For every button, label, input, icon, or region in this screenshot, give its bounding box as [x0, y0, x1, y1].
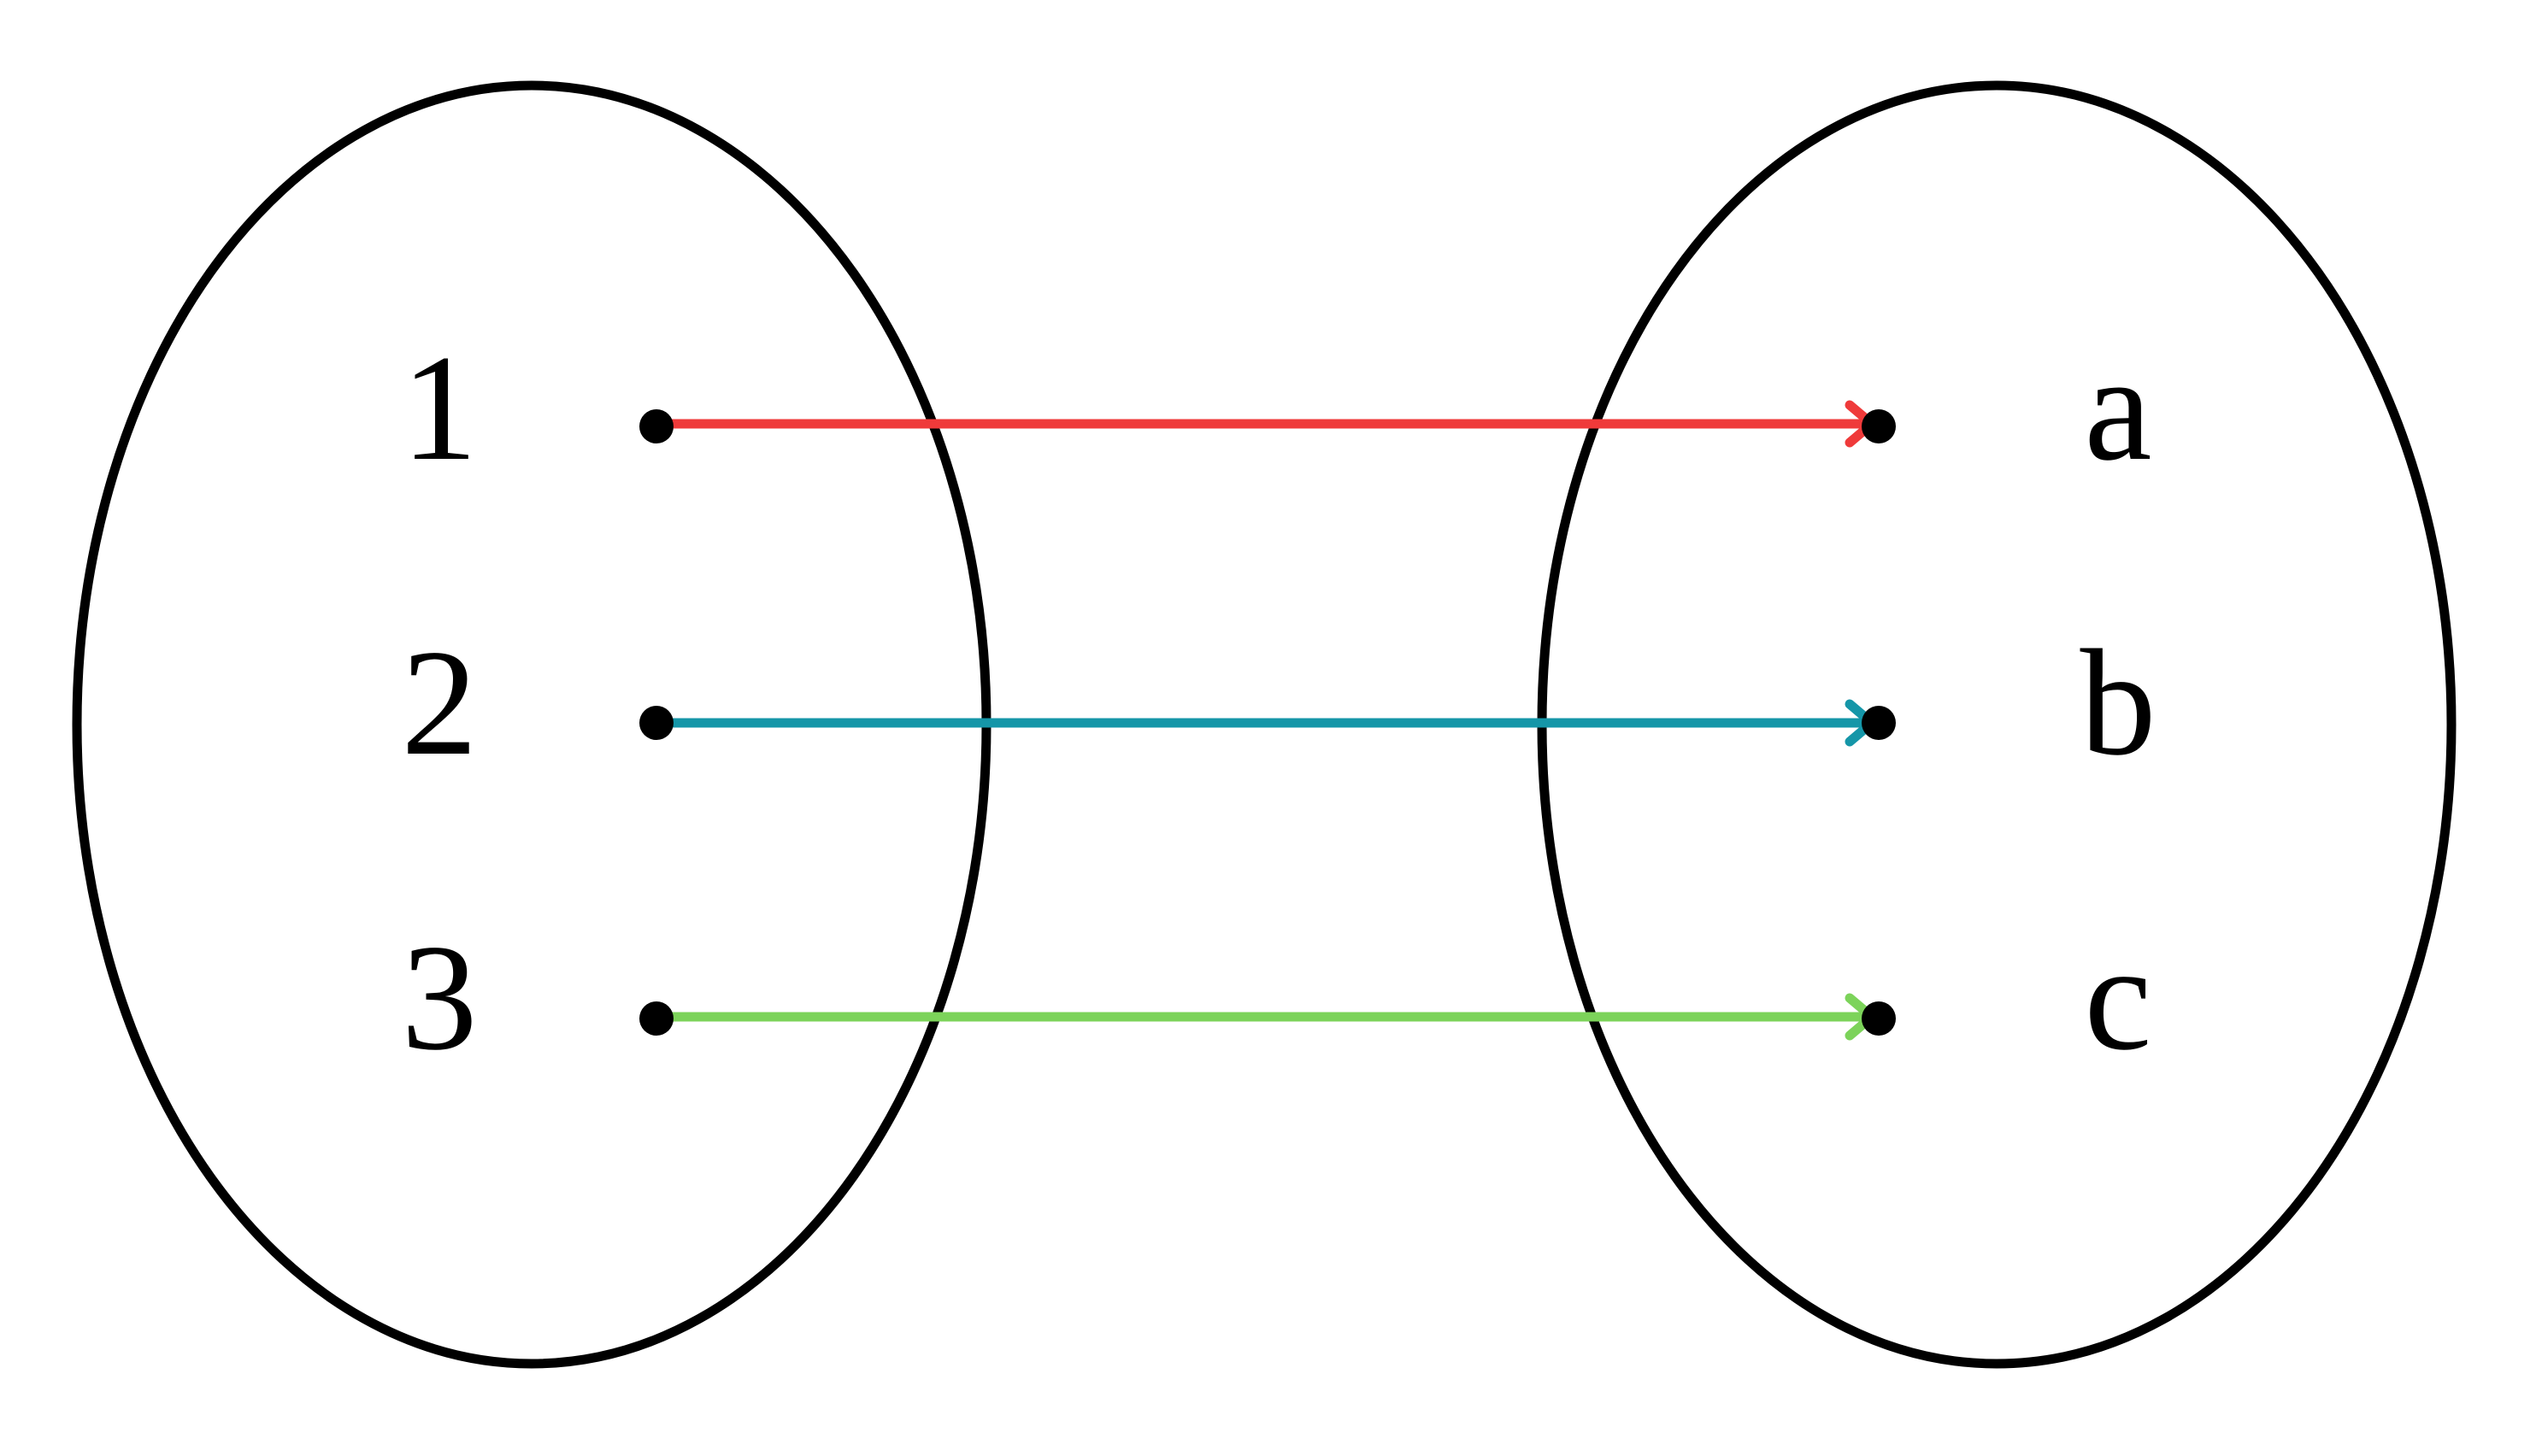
codomain-element-label-c: c	[2084, 913, 2151, 1082]
codomain-element-label-b: b	[2080, 618, 2157, 787]
mapping-arrow-2-b	[651, 699, 1877, 747]
domain-element-label-1: 1	[402, 323, 478, 492]
domain-point-1	[639, 409, 674, 443]
domain-element-label-3: 3	[402, 913, 478, 1082]
domain-point-2	[639, 706, 674, 740]
domain-point-3	[639, 1001, 674, 1036]
domain-element-label-2: 2	[402, 618, 478, 787]
mapping-arrow-1-a	[651, 400, 1877, 448]
codomain-element-label-a: a	[2084, 323, 2151, 492]
mapping-arrow-3-c	[651, 993, 1877, 1041]
codomain-point-a	[1862, 409, 1896, 443]
codomain-point-c	[1862, 1001, 1896, 1036]
codomain-point-b	[1862, 706, 1896, 740]
